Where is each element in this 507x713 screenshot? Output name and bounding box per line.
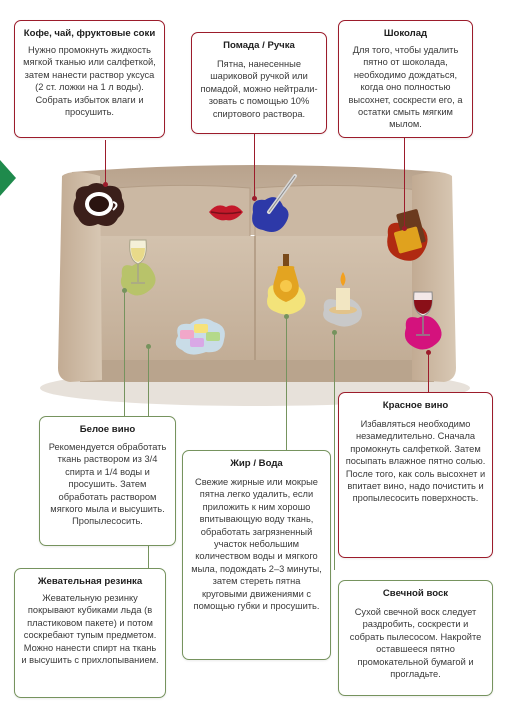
connector-dot-chocolate [402, 226, 407, 231]
connector-red-wine [428, 352, 430, 392]
coffee-cup-icon [73, 183, 125, 226]
card-title-coffee: Кофе, чай, фруктовые соки [23, 28, 156, 39]
card-text-chocolate: Для того, чтобы удалить пятно от шоколад… [348, 45, 463, 130]
card-red-wine: Красное вино Избавляться необходимо неза… [338, 392, 493, 558]
card-title-fat-water: Жир / Вода [230, 458, 283, 469]
card-title-red-wine: Красное вино [382, 400, 449, 411]
card-candle: Свечной воск Сухой свечной воск следует … [338, 580, 493, 696]
connector-white-wine [124, 290, 126, 416]
card-text-white-wine: Рекомендуется обработать ткань раствором… [48, 442, 167, 527]
card-gum: Жевательная резинка Жевательную резинку … [14, 568, 166, 698]
chocolate-icon [387, 209, 428, 261]
card-lipstick: Помада / Ручка Пятна, нанесенные шариков… [191, 32, 327, 134]
card-title-lipstick: Помада / Ручка [223, 40, 295, 51]
connector-dot-fat [284, 314, 289, 319]
connector-dot-coffee [103, 182, 108, 187]
card-text-candle: Сухой свечной воск следует раздробить, с… [349, 607, 482, 680]
connector-chocolate [404, 138, 406, 228]
connector-candle [334, 332, 336, 570]
pen-icon [252, 174, 297, 232]
oil-bottle-icon [267, 254, 306, 315]
chewing-gum-icon [175, 318, 225, 355]
card-title-candle: Свечной воск [382, 588, 449, 599]
connector-dot-red-wine [426, 350, 431, 355]
red-wine-glass-icon [404, 291, 442, 350]
card-text-coffee: Нужно промокнуть жидкость мягкой тканью … [23, 45, 156, 118]
card-fat-water: Жир / Вода Свежие жирные или мокрые пятн… [182, 450, 331, 660]
wine-glass-icon [120, 239, 156, 296]
card-text-gum: Жевательную резинку покрывают кубиками л… [21, 593, 159, 666]
card-title-white-wine: Белое вино [79, 424, 136, 435]
connector-dot-gum [146, 344, 151, 349]
connector-lipstick [254, 134, 256, 198]
connector-dot-white-wine [122, 288, 127, 293]
card-text-red-wine: Избавляться необходимо незамедлительно. … [345, 419, 486, 504]
card-title-chocolate: Шоколад [383, 28, 428, 39]
connector-dot-candle [332, 330, 337, 335]
card-white-wine: Белое вино Рекомендуется обработать ткан… [39, 416, 176, 546]
card-text-lipstick: Пятна, нанесенные шариковой ручкой или п… [200, 59, 318, 119]
candle-icon [323, 272, 362, 327]
connector-dot-lipstick [252, 196, 257, 201]
connector-fat [286, 316, 288, 450]
card-title-gum: Жевательная резинка [37, 576, 143, 587]
card-text-fat-water: Свежие жирные или мокрые пятна легко уда… [191, 477, 322, 612]
card-coffee: Кофе, чай, фруктовые соки Нужно промокну… [14, 20, 165, 138]
card-chocolate: Шоколад Для того, чтобы удалить пятно от… [338, 20, 473, 138]
connector-coffee [105, 140, 107, 184]
lips-icon [209, 205, 243, 221]
